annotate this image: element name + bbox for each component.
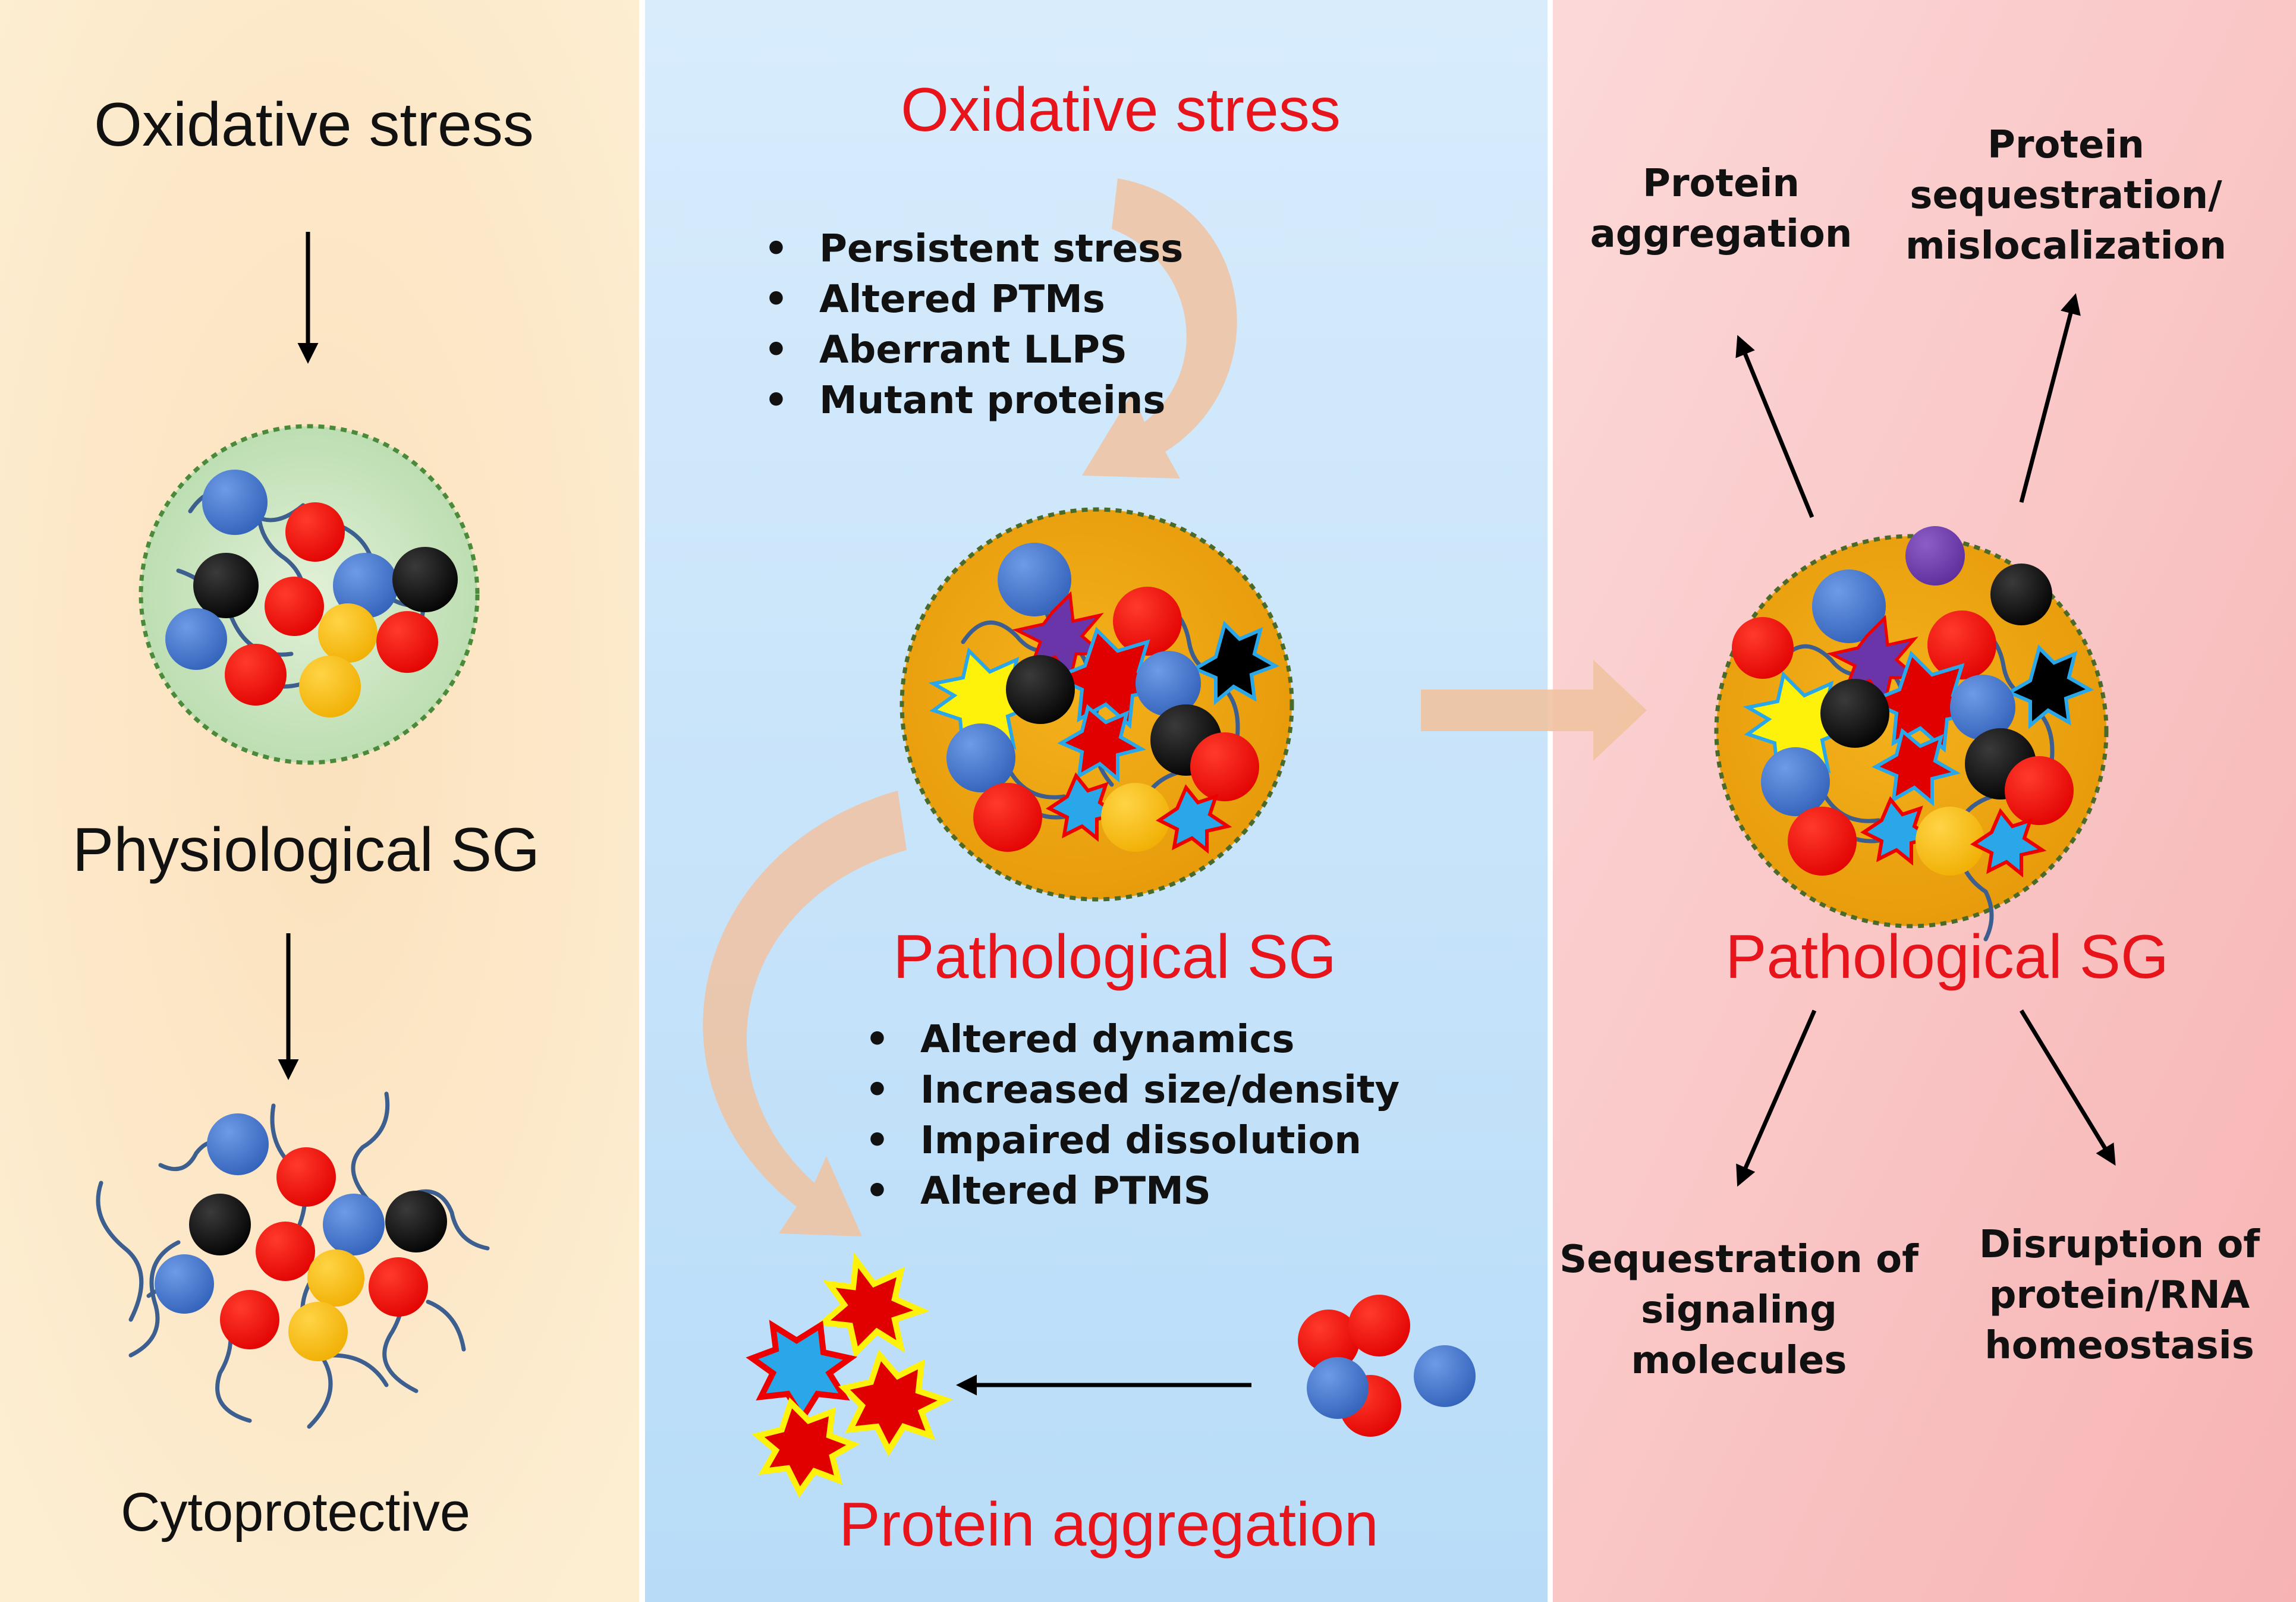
sg-property-3: Impaired dissolution (920, 1119, 1361, 1163)
stress-factor-1: Persistent stress (819, 227, 1183, 271)
sg-bullet-glyph-4: • (865, 1169, 889, 1213)
right-pathological-sg-label: Pathological SG (1725, 923, 2169, 992)
outcome-bottom-right-line-3: homeostasis (1984, 1324, 2254, 1368)
sg-property-list: • Altered dynamics • Increased size/dens… (865, 1018, 1399, 1213)
outcome-bottom-left-line-3: molecules (1631, 1339, 1847, 1383)
physiological-sg-granule (139, 424, 480, 765)
sg-property-4: Altered PTMS (920, 1169, 1211, 1213)
dispersed-sg-components (96, 1091, 490, 1429)
cytoprotective-label: Cytoprotective (121, 1482, 470, 1543)
outcome-top-right-line-1: Protein (1987, 123, 2144, 167)
curved-arrow-sg-to-aggregation (703, 791, 907, 1236)
outcome-bottom-left-line-2: signaling (1641, 1288, 1837, 1332)
sg-bullet-glyph-2: • (865, 1068, 889, 1112)
panel-divider-1 (639, 0, 645, 1602)
panel-divider-2 (1548, 0, 1553, 1602)
physiological-sg-label: Physiological SG (73, 816, 540, 885)
outcome-bottom-left-line-1: Sequestration of (1559, 1238, 1919, 1282)
outcome-bottom-right-line-1: Disruption of (1979, 1223, 2260, 1267)
left-oxidative-stress-label: Oxidative stress (94, 90, 534, 159)
stress-bullet-glyph-2: • (764, 278, 788, 322)
aggregated-proteins (746, 1252, 954, 1498)
stress-factor-4: Mutant proteins (819, 379, 1165, 423)
arrow-to-homeostasis-disruption (2020, 1009, 2116, 1166)
outcome-bottom-right-line-2: protein/RNA (1989, 1273, 2250, 1317)
outcome-protein-aggregation: Protein aggregation (1590, 162, 1852, 256)
stress-factor-3: Aberrant LLPS (819, 328, 1127, 372)
outcome-top-left-line-1: Protein (1643, 162, 1800, 206)
stress-bullet-glyph-3: • (764, 328, 788, 372)
arrow-to-protein-aggregation (1735, 335, 1814, 518)
sg-bullet-glyph-3: • (865, 1119, 889, 1163)
middle-oxidative-stress-label: Oxidative stress (901, 75, 1341, 144)
outcome-homeostasis-disruption: Disruption of protein/RNA homeostasis (1979, 1223, 2260, 1368)
transition-arrow (1421, 660, 1647, 761)
left-panel (0, 0, 639, 1602)
pathological-sg-granule-right (1714, 526, 2109, 942)
middle-pathological-sg-label: Pathological SG (893, 923, 1336, 992)
native-proteins (1298, 1295, 1476, 1437)
arrow-to-signaling-sequestration (1736, 1009, 1817, 1187)
sg-property-1: Altered dynamics (920, 1018, 1294, 1062)
stress-factor-list: • Persistent stress • Altered PTMs • Abe… (764, 227, 1183, 423)
protein-aggregation-label: Protein aggregation (839, 1490, 1379, 1559)
curved-arrow-stress-to-sg (1082, 178, 1237, 479)
outcome-signaling-sequestration: Sequestration of signaling molecules (1559, 1238, 1919, 1383)
sg-property-2: Increased size/density (920, 1068, 1399, 1112)
stress-factor-2: Altered PTMs (819, 278, 1105, 322)
outcome-top-left-line-2: aggregation (1590, 212, 1852, 256)
outcome-top-right-line-3: mislocalization (1905, 224, 2226, 268)
stress-bullet-glyph-1: • (764, 227, 788, 271)
outcome-top-right-line-2: sequestration/ (1910, 174, 2222, 218)
stress-bullet-glyph-4: • (764, 379, 788, 423)
arrow-to-protein-sequestration (2019, 293, 2081, 503)
sg-bullet-glyph-1: • (865, 1018, 889, 1062)
pathological-sg-granule-middle (899, 507, 1294, 902)
outcome-protein-sequestration: Protein sequestration/ mislocalization (1905, 123, 2226, 268)
